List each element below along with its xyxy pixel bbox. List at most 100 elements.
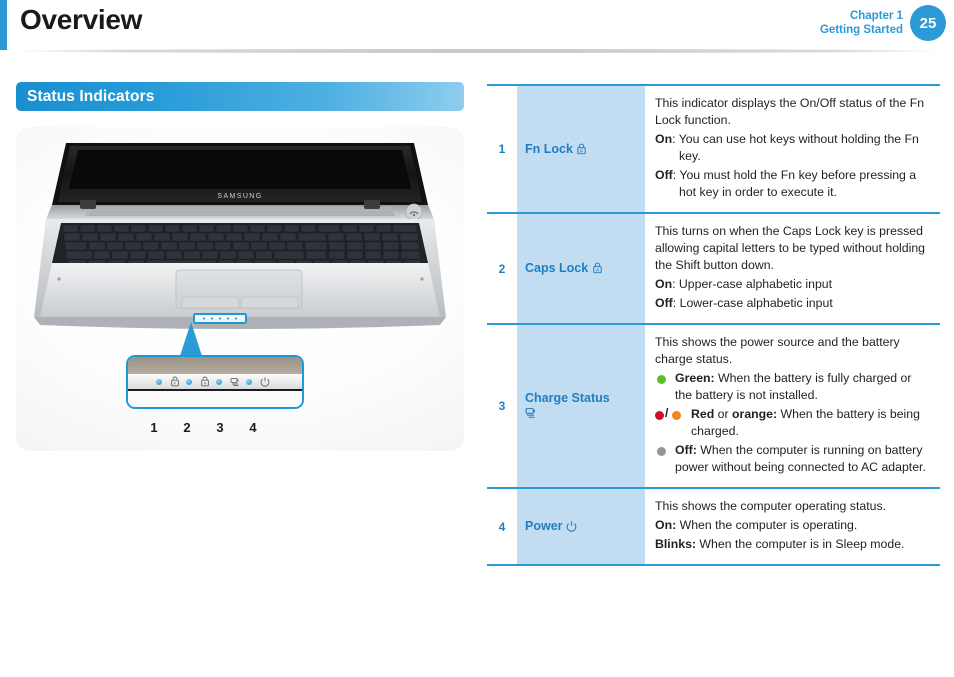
- row-name-cell: Fn Lock F: [517, 85, 645, 213]
- row-description: This shows the power source and the batt…: [645, 324, 940, 488]
- power-icon: [260, 377, 270, 387]
- row-description: This indicator displays the On/Off statu…: [645, 85, 940, 213]
- row-number: 4: [487, 488, 517, 565]
- row-label: Power: [525, 519, 563, 533]
- row-name-cell: Power: [517, 488, 645, 565]
- desc-on: On: You can use hot keys without holding…: [655, 131, 930, 165]
- callout-number-3: 3: [216, 420, 224, 435]
- section-header-bar: Status Indicators: [16, 82, 464, 111]
- desc-green-text: When the battery is fully charged or the…: [675, 371, 912, 402]
- row-label: Charge Status: [525, 391, 610, 405]
- desc-off-label: Off: [655, 168, 673, 182]
- led-fn-lock: [156, 379, 162, 385]
- row-label: Caps Lock: [525, 261, 589, 275]
- desc-off-text: Lower-case alphabetic input: [679, 296, 833, 310]
- header-divider: [7, 49, 947, 53]
- page-header: Overview Chapter 1 Getting Started 25: [0, 0, 954, 53]
- fn-lock-padlock-icon: F: [577, 143, 587, 154]
- row-number: 3: [487, 324, 517, 488]
- orange-dot-icon: [672, 411, 681, 420]
- desc-off-sep: :: [672, 168, 680, 182]
- green-dot-icon: [657, 375, 666, 384]
- table-row: 3 Charge Status This shows the power sou…: [487, 324, 940, 488]
- desc-intro: This shows the power source and the batt…: [655, 335, 900, 366]
- row-label: Fn Lock: [525, 141, 573, 156]
- page-title: Overview: [20, 4, 143, 35]
- charge-status-icon: [230, 377, 239, 387]
- strip-bottom-surface: [128, 391, 302, 407]
- desc-intro: This indicator displays the On/Off statu…: [655, 96, 925, 127]
- desc-on-label: On: [655, 277, 673, 291]
- chapter-line-2: Getting Started: [819, 24, 903, 36]
- desc-blinks-text: When the computer is in Sleep mode.: [699, 537, 905, 551]
- row-number: 1: [487, 85, 517, 213]
- row-number: 2: [487, 213, 517, 324]
- desc-red-orange: / Red or orange: When the battery is bei…: [655, 406, 930, 440]
- desc-red-mid: or: [714, 407, 733, 421]
- desc-red-text: When the battery is being charged.: [691, 407, 920, 438]
- desc-on: On: When the computer is operating.: [655, 517, 930, 534]
- desc-off: Off: You must hold the Fn key before pre…: [655, 167, 930, 201]
- laptop-illustration: SAMSUNG: [34, 143, 446, 329]
- row-description: This shows the computer operating status…: [645, 488, 940, 565]
- desc-on-sep: :: [672, 277, 679, 291]
- chapter-line-1: Chapter 1: [849, 10, 903, 22]
- brand-logo-text: SAMSUNG: [217, 193, 262, 200]
- desc-on-sep: :: [672, 132, 679, 146]
- desc-on-text: When the computer is operating.: [679, 518, 858, 532]
- row-name-cell: Charge Status: [517, 324, 645, 488]
- section-title: Status Indicators: [27, 87, 155, 105]
- svg-text:F: F: [581, 148, 584, 153]
- status-indicator-strip-zoom: F A: [126, 355, 304, 409]
- header-chapter-area: Chapter 1 Getting Started 25: [820, 5, 946, 41]
- gray-dot-icon: [657, 447, 666, 456]
- callout-number-1: 1: [150, 420, 158, 435]
- row-name-cell: Caps Lock A: [517, 213, 645, 324]
- desc-on-label: On:: [655, 518, 677, 532]
- desc-off-text: You must hold the Fn key before pressing…: [679, 168, 917, 199]
- fn-lock-icon: F: [171, 376, 179, 387]
- led-caps-lock: [186, 379, 192, 385]
- table-row: 1 Fn Lock F This indicator displays the …: [487, 85, 940, 213]
- desc-intro: This shows the computer operating status…: [655, 499, 887, 513]
- strip-indicator-surface: [128, 374, 302, 391]
- desc-orange-label: orange:: [732, 407, 778, 421]
- desc-on-label: On: [655, 132, 673, 146]
- desc-off: Off: Lower-case alphabetic input: [655, 295, 930, 312]
- desc-intro: This turns on when the Caps Lock key is …: [655, 224, 926, 272]
- status-indicators-table: 1 Fn Lock F This indicator displays the …: [487, 84, 940, 566]
- chapter-label: Chapter 1 Getting Started: [820, 9, 903, 37]
- svg-text:A: A: [596, 267, 600, 272]
- charge-status-plug-icon: [525, 408, 536, 418]
- row-description: This turns on when the Caps Lock key is …: [645, 213, 940, 324]
- desc-green-label: Green:: [675, 371, 715, 385]
- dot-separator: /: [665, 406, 669, 420]
- desc-off-text: When the computer is running on battery …: [675, 443, 926, 474]
- desc-green: Green: When the battery is fully charged…: [655, 370, 930, 404]
- desc-off-label: Off: [655, 296, 673, 310]
- strip-top-surface: [128, 357, 302, 374]
- callout-pointer: [180, 322, 202, 356]
- callout-number-4: 4: [249, 420, 257, 435]
- led-power: [246, 379, 252, 385]
- desc-off: Off: When the computer is running on bat…: [655, 442, 930, 476]
- callout-number-2: 2: [183, 420, 191, 435]
- desc-on: On: Upper-case alphabetic input: [655, 276, 930, 293]
- page-number-badge: 25: [910, 5, 946, 41]
- table-row: 4 Power This shows the computer operatin…: [487, 488, 940, 565]
- led-charge-status: [216, 379, 222, 385]
- desc-on-text: Upper-case alphabetic input: [678, 277, 833, 291]
- red-dot-icon: [655, 411, 664, 420]
- svg-text:F: F: [174, 381, 177, 386]
- desc-blinks-label: Blinks:: [655, 537, 696, 551]
- caps-lock-icon: A: [201, 376, 209, 387]
- header-accent-bar: [0, 0, 7, 50]
- laptop-illustration-panel: SAMSUNG: [16, 127, 464, 451]
- power-symbol-icon: [566, 521, 577, 532]
- desc-off-label: Off:: [675, 443, 697, 457]
- svg-text:A: A: [204, 381, 207, 386]
- desc-red-label: Red: [691, 407, 715, 421]
- desc-blinks: Blinks: When the computer is in Sleep mo…: [655, 536, 930, 553]
- table-row: 2 Caps Lock A This turns on when the Cap…: [487, 213, 940, 324]
- caps-lock-padlock-icon: A: [593, 262, 602, 274]
